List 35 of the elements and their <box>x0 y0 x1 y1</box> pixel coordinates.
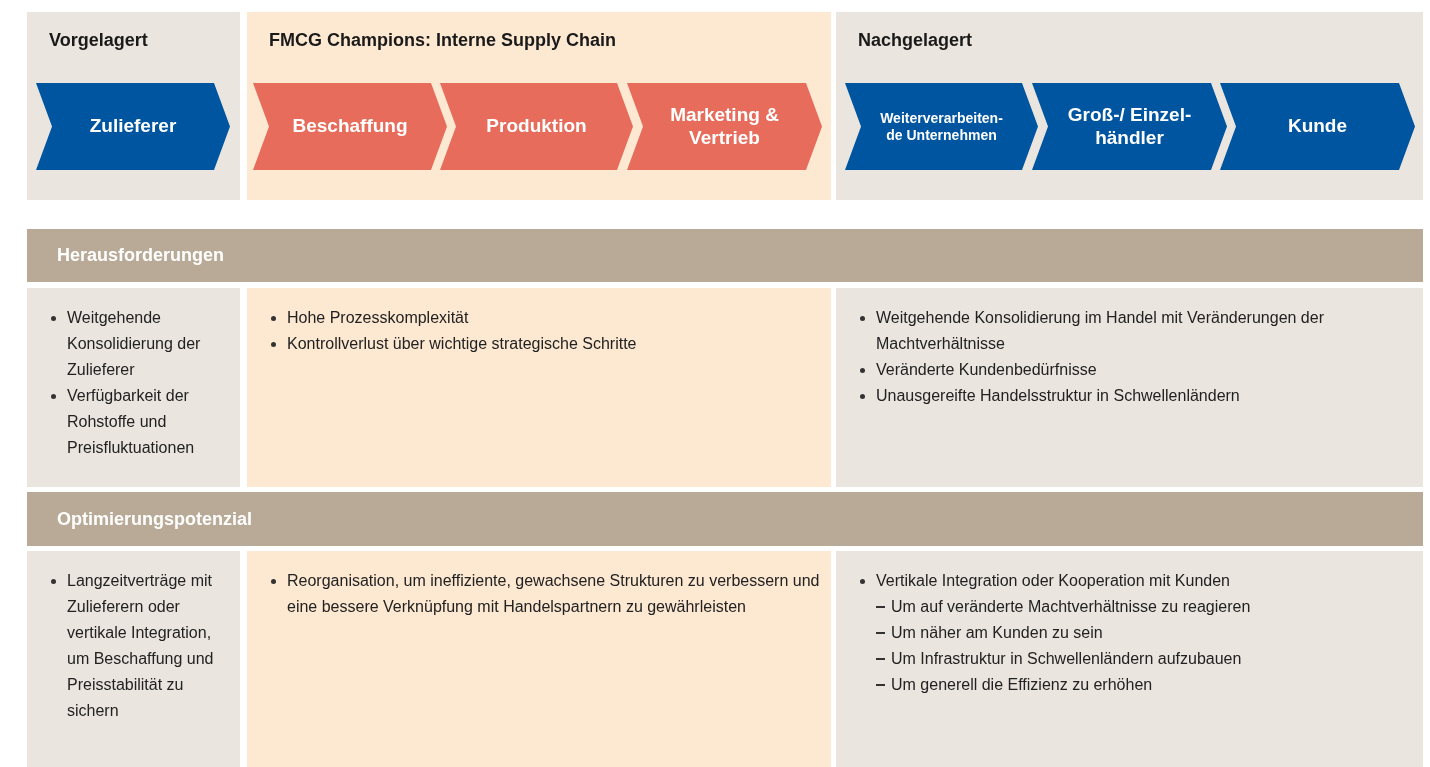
bullet-item: Kontrollverlust über wichtige strategische Schritte <box>287 335 637 352</box>
bullet-item: Veränderte Kundenbedürfnisse <box>876 361 1097 378</box>
bullet-item: Hohe Prozesskomplexität <box>287 309 469 326</box>
table-cell <box>836 288 1423 487</box>
process-step: Groß-/ Einzel- händler <box>1032 83 1227 170</box>
column-heading: Nachgelagert <box>858 30 973 51</box>
bullet-item: Weitgehende Konsolidierung im Handel mit Veränderungen der Machtverhältnisse <box>876 309 1324 352</box>
column-heading: FMCG Champions: Interne Supply Chain <box>269 30 616 51</box>
process-step: Produktion <box>440 83 633 170</box>
bullet-item: Reorganisation, um ineffiziente, gewachsene Strukturen zu verbessern und eine bessere Verknüpfung mit Handelspartnern zu gewährleisten <box>287 572 820 615</box>
sub-list-item: Um generell die Effizienz zu erhöhen <box>891 676 1153 693</box>
column-heading: Vorgelagert <box>49 30 148 51</box>
table-cell <box>27 551 240 767</box>
bullet-item: Langzeitverträge mit Zulieferern oder vertikale Integration, um Beschaffung und Preisstabilität zu sichern <box>67 572 214 719</box>
section-header-bar: Optimierungspotenzial <box>27 492 1423 546</box>
table-cell <box>247 551 831 767</box>
table-cell <box>27 288 240 487</box>
process-step: Kunde <box>1220 83 1415 170</box>
process-step: Weiterverarbeiten- de Unternehmen <box>845 83 1038 170</box>
bullet-item: Vertikale Integration oder Kooperation mit Kunden <box>876 572 1230 589</box>
column-panel <box>247 12 831 200</box>
section-header-bar: Herausforderungen <box>27 229 1423 282</box>
table-cell <box>247 288 831 487</box>
bullet-item: Weitgehende Konsolidierung der Zulieferer <box>67 309 201 378</box>
sub-list-item: Um Infrastruktur in Schwellenländern aufzubauen <box>891 650 1242 667</box>
column-panel <box>27 12 240 200</box>
column-panel <box>836 12 1423 200</box>
process-step: Zulieferer <box>36 83 230 170</box>
process-step: Beschaffung <box>253 83 447 170</box>
bullet-item: Verfügbarkeit der Rohstoffe und Preisfluktuationen <box>67 387 195 456</box>
bullet-item: Unausgereifte Handelsstruktur in Schwellenländern <box>876 387 1240 404</box>
sub-list-item: Um näher am Kunden zu sein <box>891 624 1103 641</box>
process-step: Marketing & Vertrieb <box>627 83 822 170</box>
sub-list-item: Um auf veränderte Machtverhältnisse zu reagieren <box>891 598 1251 615</box>
table-cell <box>836 551 1423 767</box>
